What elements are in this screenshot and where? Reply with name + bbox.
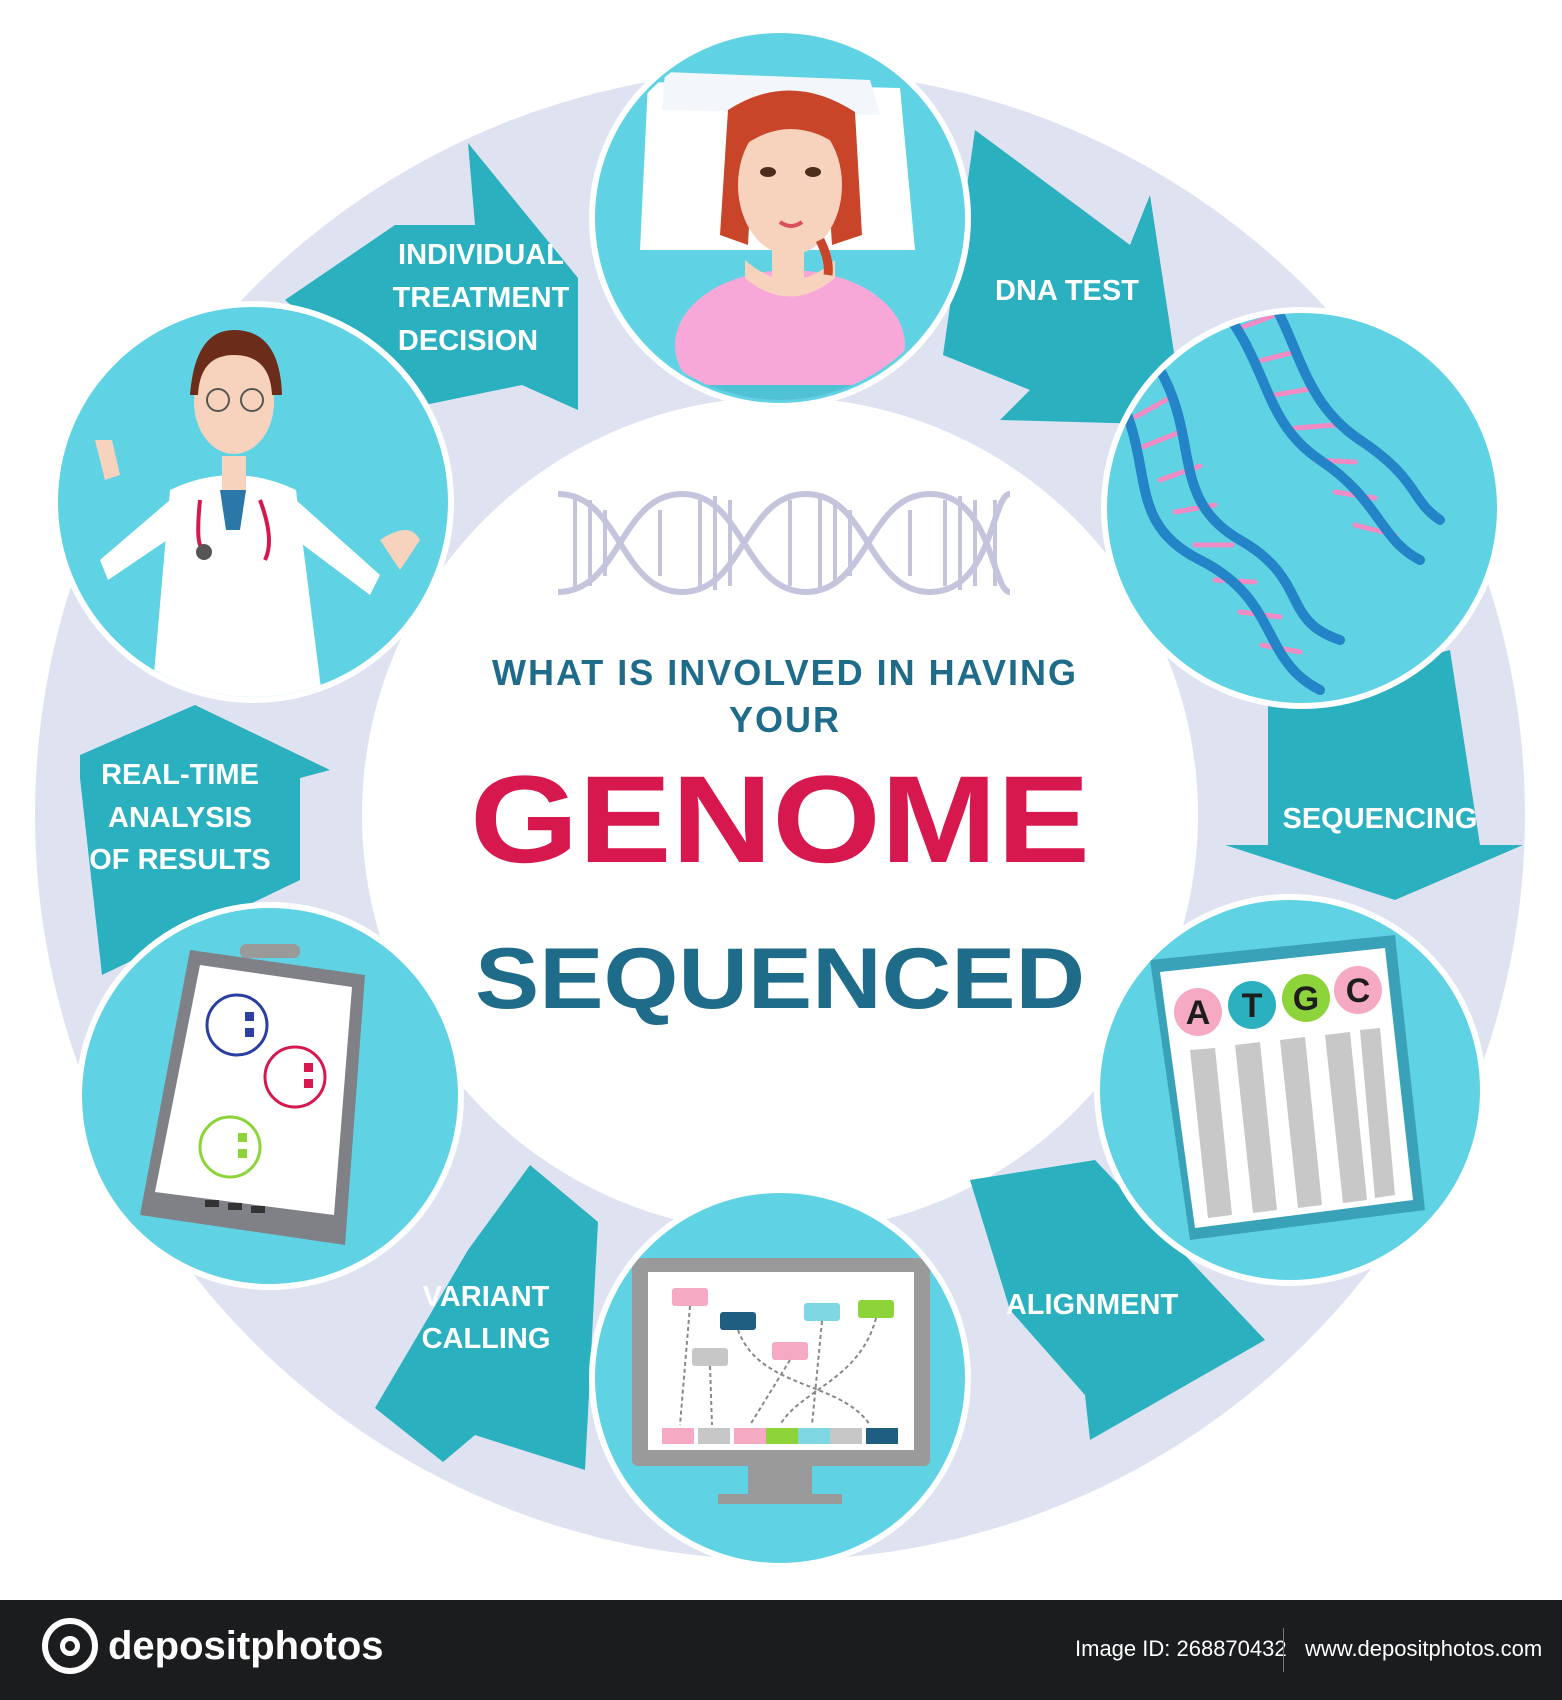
image-id: Image ID: 268870432 xyxy=(1075,1636,1287,1661)
footer-bar: depositphotos Image ID: 268870432 www.de… xyxy=(0,1600,1562,1700)
arrow-alignment xyxy=(970,1160,1265,1440)
site-url-link[interactable]: www.depositphotos.com xyxy=(1305,1636,1543,1661)
logo-mark-icon xyxy=(42,1618,98,1674)
atgc-letter-g: G xyxy=(1293,980,1319,1018)
patient-illustration xyxy=(589,27,971,409)
atgc-alignment-illustration: A T G C xyxy=(1094,894,1486,1286)
step-label-real-time-line1: REAL-TIME xyxy=(101,759,259,791)
arrow-variant-calling xyxy=(375,1165,598,1470)
inner-white-disc xyxy=(362,397,1198,1233)
step-label-real-time-line3: OF RESULTS xyxy=(89,844,271,876)
logo-text: depositphotos xyxy=(108,1623,384,1668)
dna-strands-illustration xyxy=(1101,307,1503,709)
atgc-letter-a: A xyxy=(1186,994,1211,1032)
step-label-alignment: ALIGNMENT xyxy=(1006,1289,1179,1321)
arrow-real-time xyxy=(80,705,330,975)
footer-divider xyxy=(1283,1628,1284,1672)
heading-line1: WHAT IS INVOLVED IN HAVING xyxy=(492,652,1078,693)
heading-main: GENOME xyxy=(470,751,1090,889)
arrow-dna-test xyxy=(943,130,1185,425)
center-dna-icon xyxy=(557,490,1012,596)
step-label-real-time-line2: ANALYSIS xyxy=(108,802,252,834)
step-label-variant-calling-line1: VARIANT xyxy=(423,1281,550,1313)
step-label-individual-line3: DECISION xyxy=(398,325,538,357)
step-label-sequencing: SEQUENCING xyxy=(1283,803,1478,835)
heading-line2: YOUR xyxy=(729,699,841,740)
step-label-dna-test: DNA TEST xyxy=(995,275,1139,307)
step-label-variant-calling-line2: CALLING xyxy=(422,1323,551,1355)
step-label-individual-line1: INDIVIDUAL xyxy=(398,239,564,271)
doctor-illustration xyxy=(52,301,454,703)
arrow-sequencing xyxy=(1225,650,1523,900)
heading-sub: SEQUENCED xyxy=(475,931,1085,1027)
monitor-variant-calling-illustration xyxy=(589,1187,971,1569)
genome-sequencing-diagram: DNA TEST SEQUENCING ALIGNMENT VARIANT CA… xyxy=(35,27,1525,1569)
atgc-letter-t: T xyxy=(1242,987,1263,1025)
depositphotos-logo[interactable]: depositphotos xyxy=(42,1618,384,1674)
atgc-letter-c: C xyxy=(1346,972,1371,1010)
step-label-individual-line2: TREATMENT xyxy=(393,282,570,314)
tablet-analysis-illustration xyxy=(76,902,464,1290)
